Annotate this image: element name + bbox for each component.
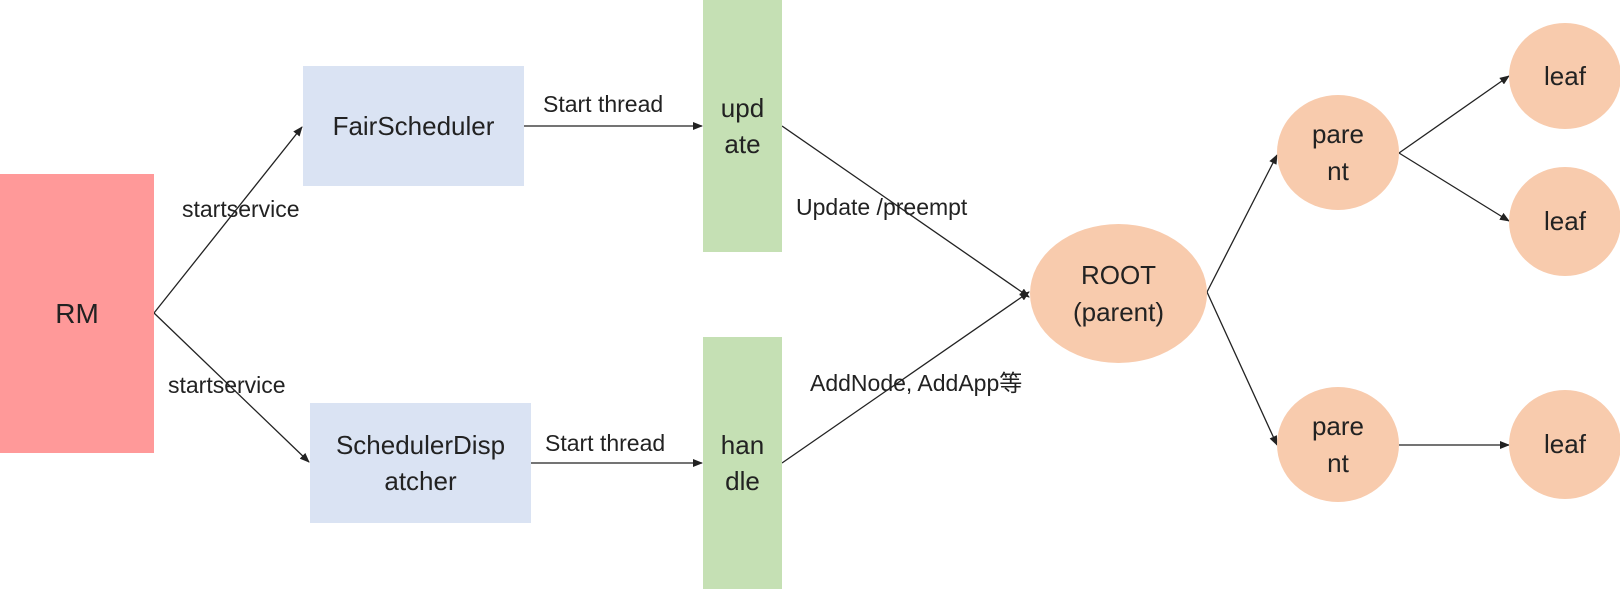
edge-root-to-parent-bottom — [1206, 291, 1278, 446]
edge-parent-top-to-leaf-2 — [1398, 152, 1510, 222]
edge-rm-to-schedulerdispatcher — [153, 312, 310, 463]
edge-handle-to-root — [781, 291, 1030, 464]
update-thread-bar: upd ate — [703, 0, 782, 252]
start-thread-label-bottom: Start thread — [545, 430, 666, 456]
root-node: ROOT (parent) — [1030, 224, 1207, 363]
update-preempt-label: Update /preempt — [796, 194, 968, 220]
leaf-node-3: leaf — [1509, 390, 1620, 499]
schedulerdispatcher-box: SchedulerDisp atcher — [310, 403, 531, 523]
fairscheduler-box: FairScheduler — [303, 66, 524, 186]
rm-box: RM — [0, 174, 154, 453]
startservice-label-top: startservice — [182, 196, 300, 222]
edge-parent-top-to-leaf-1 — [1398, 75, 1510, 154]
leaf-node-2: leaf — [1509, 167, 1620, 276]
handle-thread-bar: han dle — [703, 337, 782, 589]
parent-node-bottom: pare nt — [1277, 387, 1399, 502]
edge-update-to-root — [781, 125, 1030, 298]
leaf-node-1: leaf — [1509, 23, 1620, 129]
edge-rm-to-fairscheduler — [153, 126, 303, 314]
edge-root-to-parent-top — [1206, 154, 1278, 293]
start-thread-label-top: Start thread — [543, 91, 664, 117]
startservice-label-bottom: startservice — [168, 372, 286, 398]
parent-node-top: pare nt — [1277, 95, 1399, 210]
addnode-addapp-label: AddNode, AddApp等 — [810, 370, 1023, 396]
